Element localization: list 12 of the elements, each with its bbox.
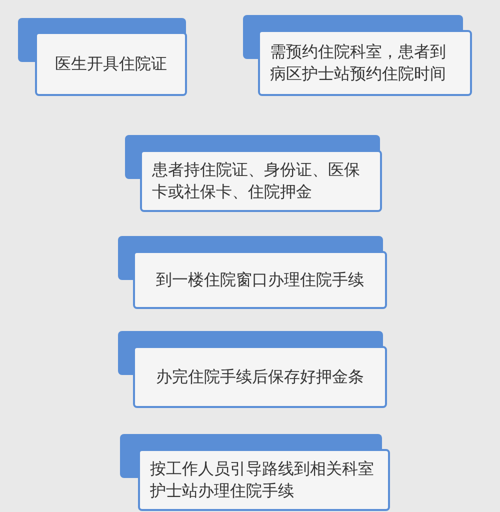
step-text: 按工作人员引导路线到相关科室护士站办理住院手续 (150, 458, 375, 502)
step-text: 需预约住院科室，患者到病区护士站预约住院时间 (270, 41, 447, 85)
step-text: 医生开具住院证 (55, 53, 167, 75)
process-box (133, 346, 387, 408)
step-text: 到一楼住院窗口办理住院手续 (156, 269, 364, 291)
step-text: 患者持住院证、身份证、医保卡或社保卡、住院押金 (152, 159, 361, 203)
process-box (138, 449, 390, 511)
process-box (35, 32, 187, 96)
process-box (140, 150, 382, 212)
process-box (258, 30, 472, 96)
process-box (133, 251, 387, 309)
step-text: 办完住院手续后保存好押金条 (156, 366, 364, 388)
